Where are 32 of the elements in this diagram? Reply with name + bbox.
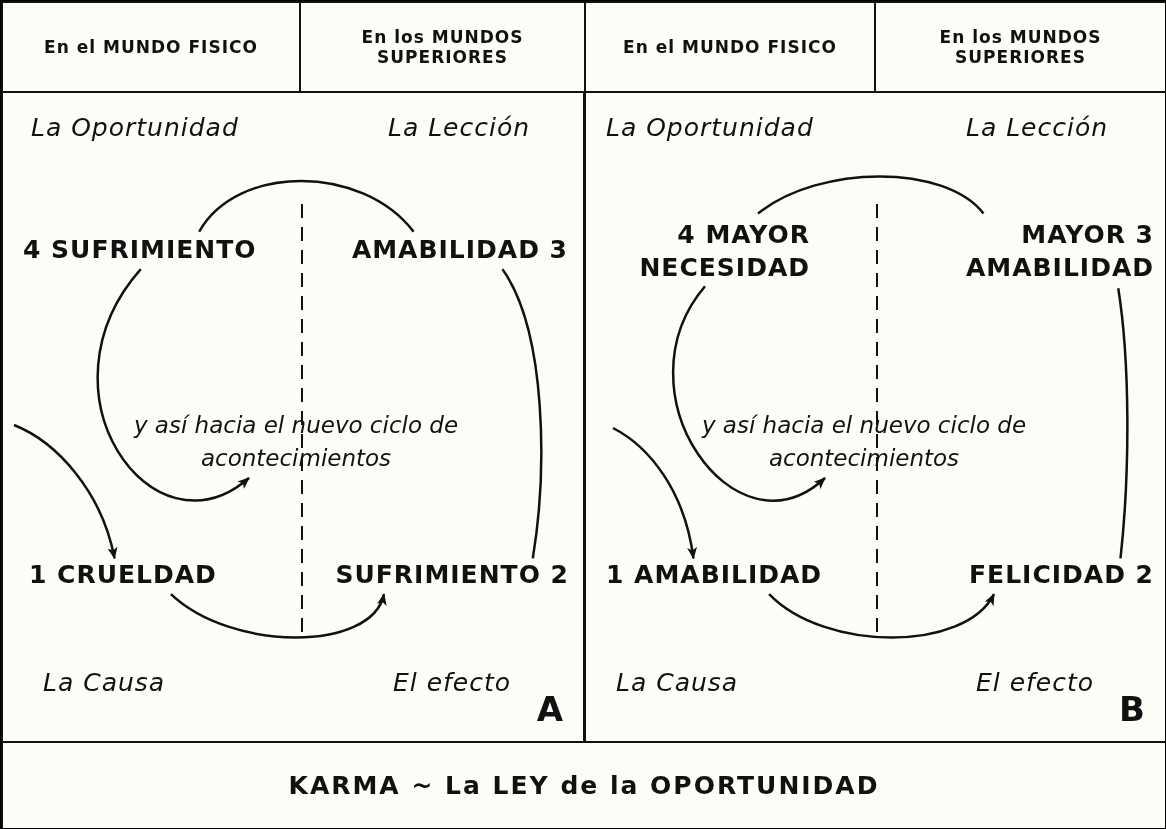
phase-label: El efecto — [976, 668, 1095, 697]
panel-letter: A — [536, 689, 563, 729]
stage-label: AMABILIDAD 3 — [346, 234, 568, 267]
header-cell: En el MUNDO FISICO — [1, 1, 301, 93]
cycle-note: y así hacia el nuevo ciclo de acontecimientos — [96, 409, 496, 476]
connector-line — [198, 179, 415, 233]
stage-label: 1 AMABILIDAD — [606, 559, 823, 592]
stage-label: 1 CRUELDAD — [29, 559, 217, 592]
phase-label: La Oportunidad — [606, 113, 814, 142]
arrow — [768, 593, 995, 639]
arrow — [170, 593, 386, 639]
panel-frame — [1, 91, 585, 743]
stage-label: SUFRIMIENTO 2 — [321, 559, 569, 592]
stage-label: MAYOR 3 AMABILIDAD — [909, 219, 1154, 284]
stage-label: FELICIDAD 2 — [924, 559, 1154, 592]
stage-label: 4 SUFRIMIENTO — [23, 234, 257, 267]
phase-label: La Causa — [616, 668, 739, 697]
phase-label: La Lección — [388, 113, 531, 142]
connector-line — [1117, 288, 1129, 559]
panel-letter: B — [1119, 689, 1145, 729]
connector-line — [757, 175, 985, 215]
phase-label: La Causa — [43, 668, 166, 697]
arrow — [612, 426, 697, 560]
stage-label: 4 MAYOR NECESIDAD — [598, 219, 810, 284]
phase-label: El efecto — [393, 668, 512, 697]
phase-label: La Oportunidad — [31, 113, 239, 142]
cycle-note: y así hacia el nuevo ciclo de acontecimientos — [664, 409, 1064, 476]
arrow — [671, 285, 826, 502]
arrow — [96, 268, 250, 502]
arrow — [13, 423, 117, 560]
connector-line — [501, 268, 543, 559]
phase-label: La Lección — [966, 113, 1109, 142]
